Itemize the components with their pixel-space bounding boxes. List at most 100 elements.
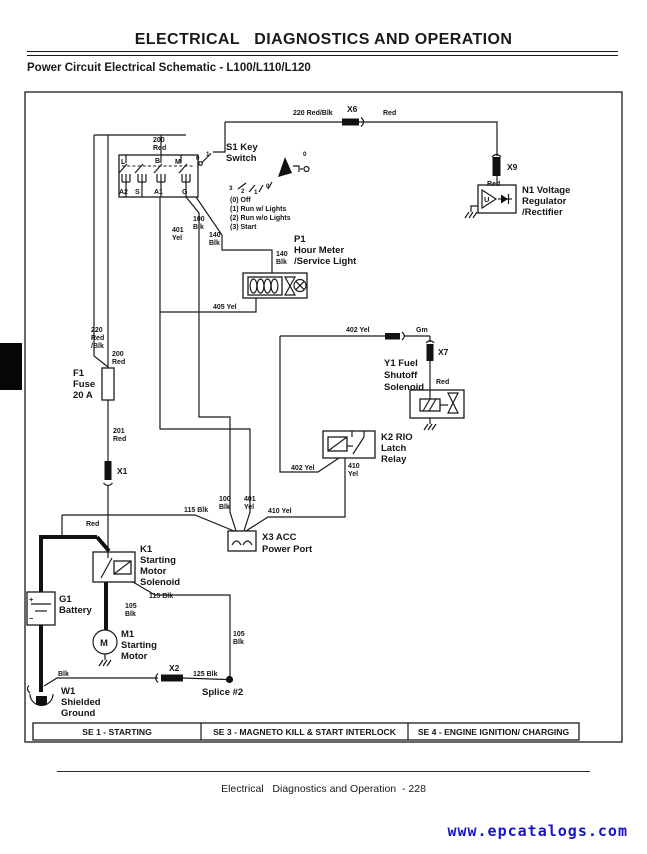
n1-label-2: Regulator	[522, 196, 567, 207]
section-bar: SE 1 - STARTING SE 3 - MAGNETO KILL & ST…	[32, 722, 580, 741]
k1-label-1: K1	[140, 544, 153, 555]
x3-acc-power-port: 115 Blk 100 Blk 401 Yel X3 ACC Power Por…	[61, 496, 313, 555]
n1-label-3: /Rectifier	[522, 207, 563, 218]
y1-label-3: Solenoid	[384, 382, 424, 393]
battery-minus: −	[29, 614, 34, 623]
valve-icon	[447, 392, 459, 405]
rotary-pos-0: 0	[266, 183, 270, 190]
terminal-b: B	[155, 158, 160, 165]
wire-105blk-a2: Blk	[125, 611, 136, 618]
wire-401yel-1: 401	[172, 227, 184, 234]
legend-2: (2) Run w/o Lights	[230, 215, 291, 222]
wire-220-2: Red	[91, 335, 104, 342]
wire-140blk-2: Blk	[209, 240, 220, 247]
schematic-border	[24, 91, 623, 743]
connector-x1-body	[104, 461, 112, 480]
wire-402yel-b: 402 Yel	[291, 465, 315, 472]
g1-label-2: Battery	[59, 605, 92, 616]
wire-201-1: 201	[113, 428, 125, 435]
rotary-pos-2: 2	[241, 188, 245, 195]
diode-icon	[501, 194, 508, 204]
wire-100blk-1: 100	[193, 216, 205, 223]
ground-icon	[464, 211, 478, 219]
legend-1: (1) Run w/ Lights	[230, 206, 286, 213]
wire-401yel-b2: Yel	[244, 504, 254, 511]
n1-label-1: N1 Voltage	[522, 185, 570, 196]
legend-3: (3) Start	[230, 224, 257, 231]
wire-220-3: /Blk	[91, 343, 104, 350]
solenoid-coil-icon	[113, 560, 132, 575]
wire-410yel-b: 410 Yel	[268, 508, 292, 515]
m1-label-3: Motor	[121, 651, 148, 662]
g1-battery: + − G1 Battery	[26, 591, 92, 626]
wire-105blk-b2: Blk	[233, 639, 244, 646]
wire-200b-2: Red	[112, 359, 125, 366]
s1-mini-switch: 0 1	[196, 151, 212, 166]
terminal-s: S	[135, 189, 140, 196]
g1-label-1: G1	[59, 594, 72, 605]
connector-x7-body	[426, 344, 434, 361]
k2-label-3: Relay	[381, 454, 407, 465]
f1-label-1: F1	[73, 368, 85, 379]
connector-x9: X9 Red	[487, 153, 518, 188]
wire-405yel: 405 Yel	[213, 304, 237, 311]
y1-label-2: Shutoff	[384, 370, 418, 381]
connector-402-body	[385, 333, 400, 340]
page-title: ELECTRICAL DIAGNOSTICS AND OPERATION	[134, 31, 513, 48]
f1-label-2: Fuse	[73, 379, 95, 390]
s1-key-switch: S1 Key Switch 200 Red	[94, 134, 310, 231]
wire-140blk-b2: Blk	[276, 259, 287, 266]
wire-200-red-top-1: 200	[153, 137, 165, 144]
p1-label-3: /Service Light	[294, 256, 357, 267]
s1-label-1: S1 Key	[226, 142, 258, 153]
page-edge-tab	[0, 343, 22, 390]
wire-200b-1: 200	[112, 351, 124, 358]
title-double-rule	[27, 51, 618, 56]
connector-x1-label: X1	[117, 466, 128, 476]
fuse-feed: 220 Red /Blk 200 Red F1 Fuse 20 A 201 Re…	[73, 135, 128, 552]
n1-voltage-regulator: U N1 Voltage Regulator /Rectifier	[464, 184, 570, 219]
p1-label-1: P1	[294, 234, 306, 245]
wire-201-2: Red	[113, 436, 126, 443]
page-subtitle: Power Circuit Electrical Schematic - L10…	[27, 62, 311, 74]
connector-x2-label: X2	[169, 663, 180, 673]
k1-label-4: Solenoid	[140, 577, 180, 588]
footer-text: Electrical Diagnostics and Operation - 2…	[221, 783, 426, 795]
battery-plus: +	[29, 595, 34, 604]
terminal-m: M	[175, 159, 181, 166]
connector-x6-body	[342, 118, 359, 126]
wire-115blk-a: 115 Blk	[184, 507, 208, 514]
w1-shielded-ground: W1 Shielded Ground	[26, 685, 101, 719]
section-se3: SE 3 - MAGNETO KILL & START INTERLOCK	[213, 727, 397, 737]
wire-140blk-1: 140	[209, 232, 221, 239]
rotary-pos-3: 3	[229, 185, 233, 192]
section-se4: SE 4 - ENGINE IGNITION/ CHARGING	[418, 727, 570, 737]
p1-hour-meter: P1 Hour Meter /Service Light 405 Yel	[160, 234, 357, 313]
wire-red-x7: Red	[436, 379, 449, 386]
watermark-link[interactable]: www.epcatalogs.com	[447, 822, 628, 840]
ground-icon	[423, 423, 437, 431]
terminal-a1: A1	[154, 189, 163, 196]
key-icon	[303, 165, 310, 173]
top-power-bus: X6 220 Red/Blk Red	[213, 104, 498, 156]
k1-label-3: Motor	[140, 566, 167, 577]
ground-icon	[98, 659, 112, 667]
connector-x2-body	[161, 674, 183, 682]
k2-label-1: K2 RIO	[381, 432, 413, 443]
rotary-pos-1: 1	[254, 189, 258, 196]
splice-dot	[225, 675, 234, 684]
wire-401yel-b1: 401	[244, 496, 256, 503]
wire-red-x1: Red	[86, 521, 99, 528]
mini-pos-1: 1	[206, 151, 210, 158]
k2-label-2: Latch	[381, 443, 407, 454]
wire-410yel-1: 410	[348, 463, 360, 470]
w1-label-1: W1	[61, 686, 76, 697]
wire-220-1: 220	[91, 327, 103, 334]
w1-label-2: Shielded	[61, 697, 101, 708]
m1-label-1: M1	[121, 629, 135, 640]
battery-cables	[39, 535, 111, 692]
y1-fuel-shutoff-solenoid: 402 Yel Gm X7 Red Y1 Fuel Shutoff Soleno…	[280, 327, 465, 431]
x3-label-1: X3 ACC	[262, 532, 297, 543]
wire-red-top: Red	[383, 110, 396, 117]
